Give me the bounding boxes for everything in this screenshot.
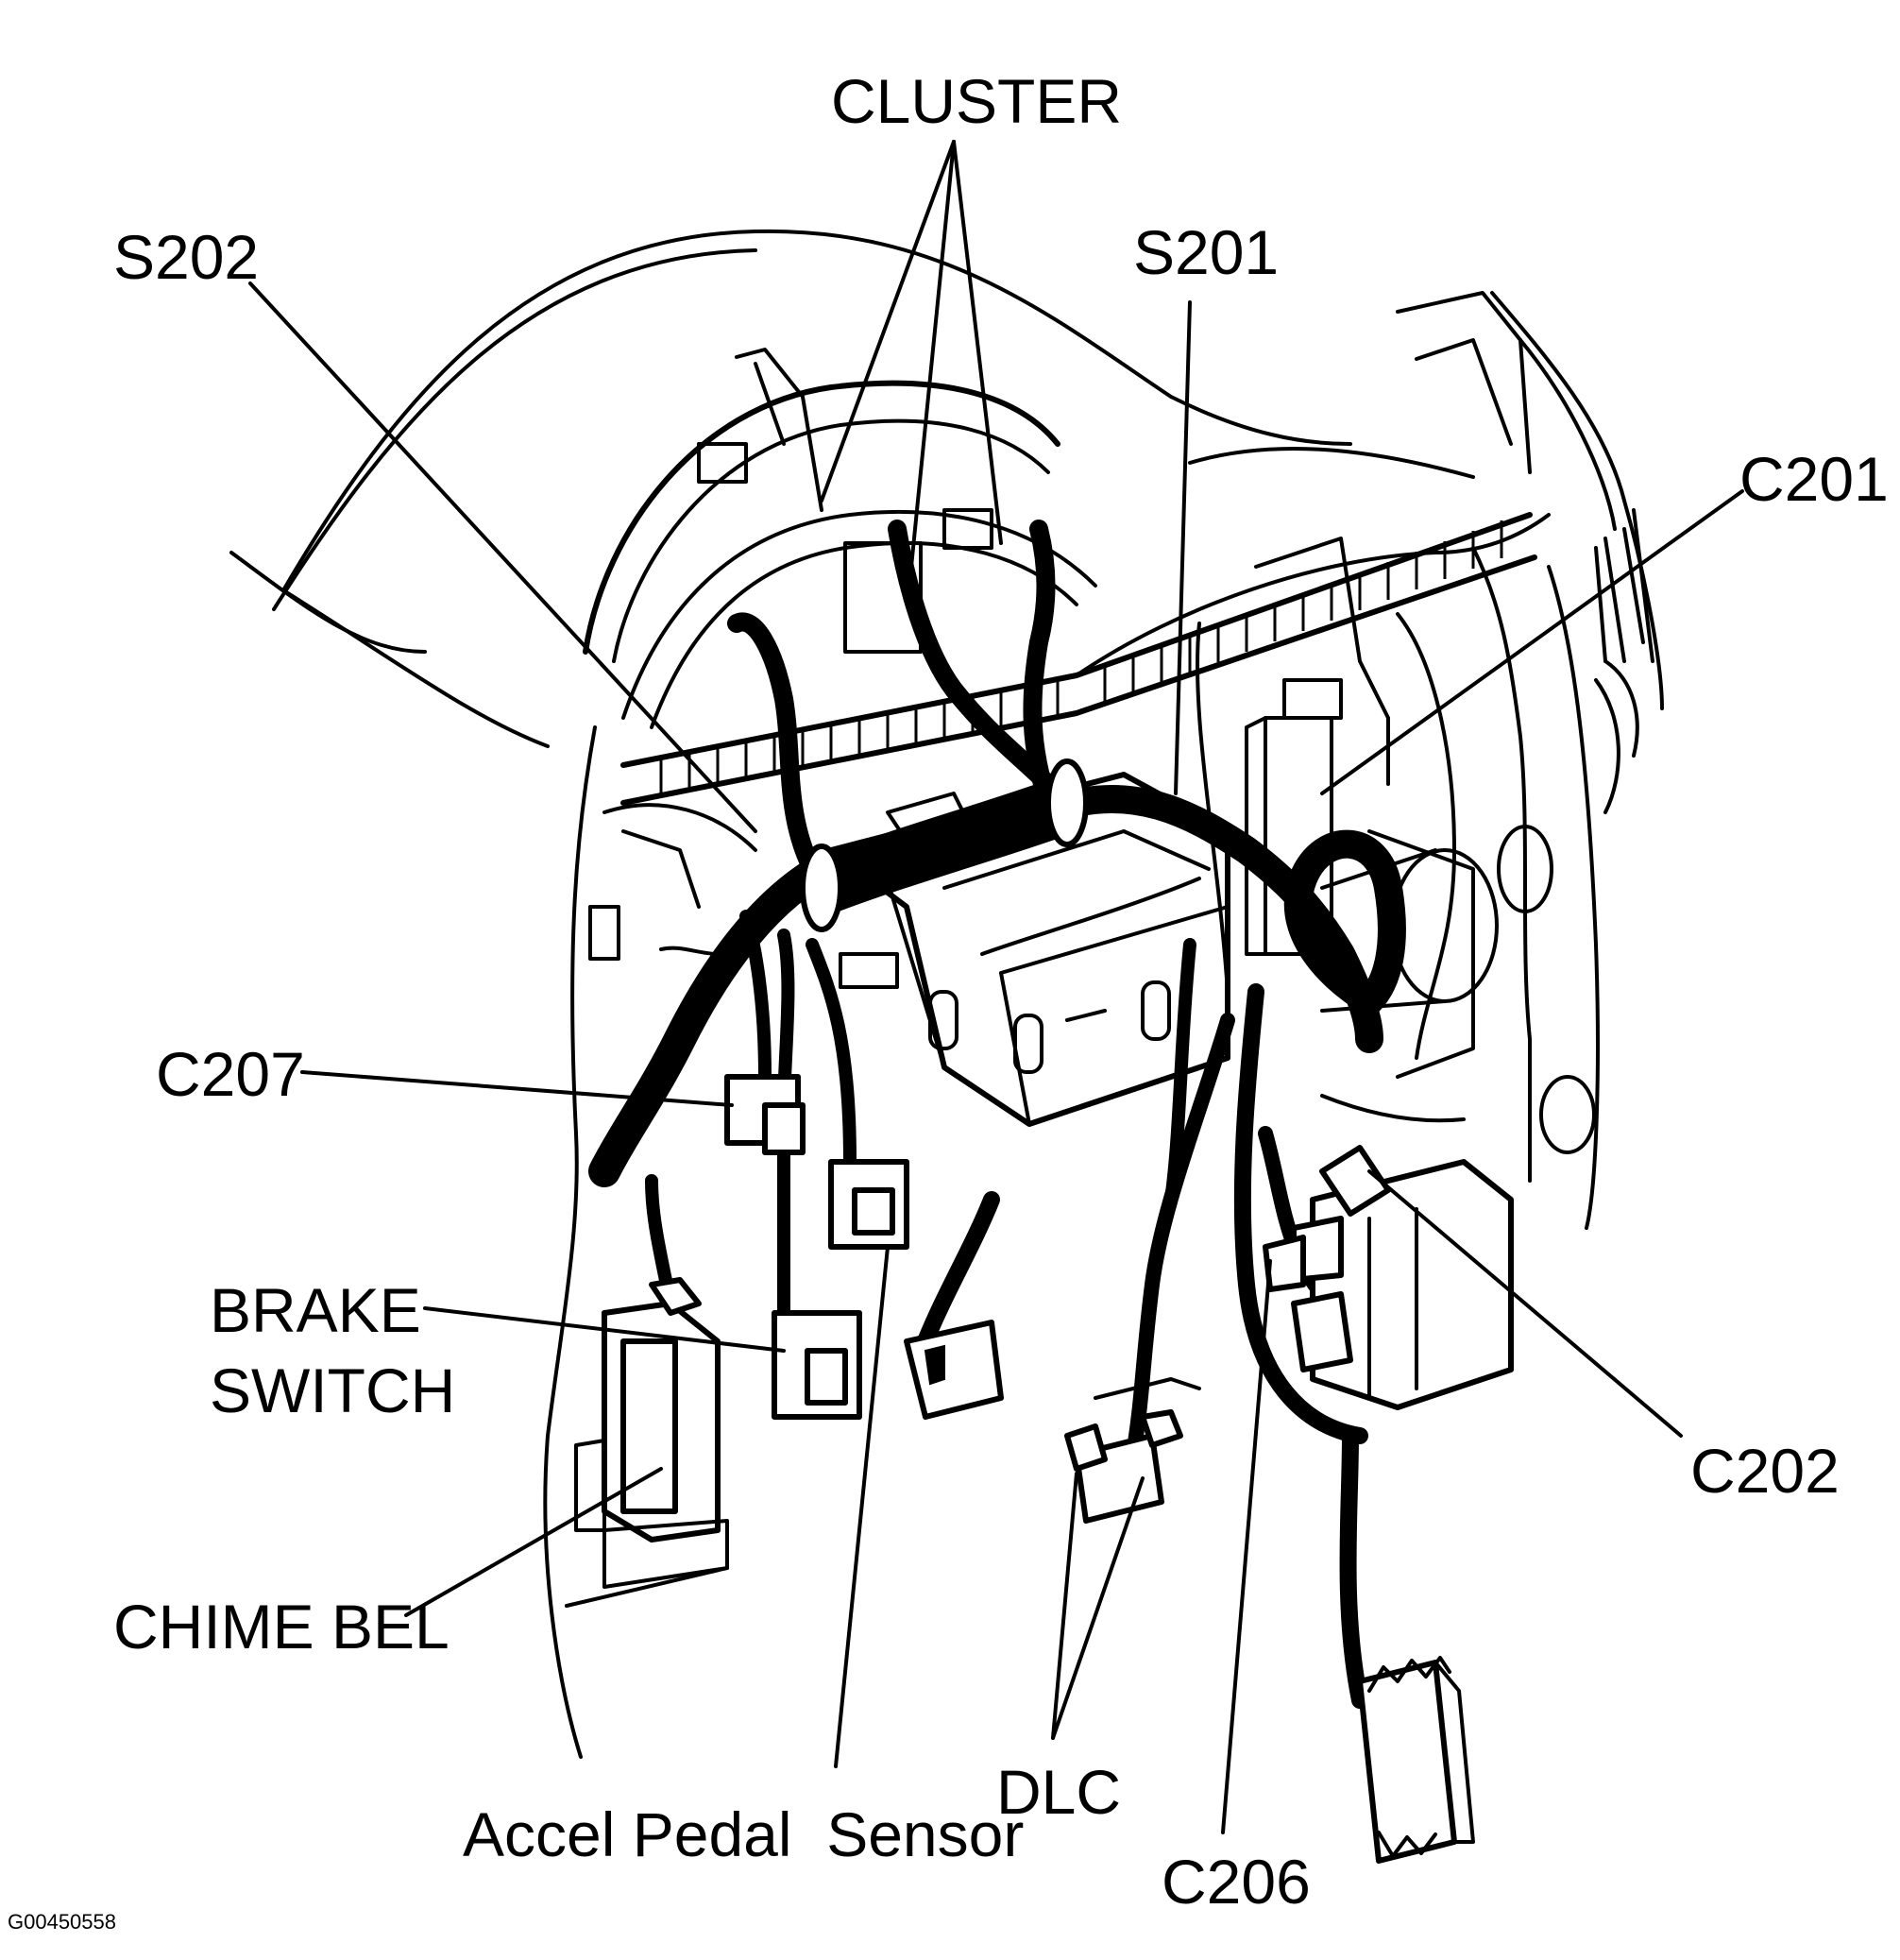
chime-bel-leader xyxy=(404,1467,663,1617)
s202-leader xyxy=(248,281,757,833)
accel-pedal-sensor-leader xyxy=(834,1245,890,1768)
steering-connector xyxy=(904,1320,1004,1420)
dlc-leader-2 xyxy=(1051,1476,1145,1740)
chime-bel-module xyxy=(565,1277,729,1608)
c206-leader xyxy=(1221,1259,1272,1834)
cluster-leader-3 xyxy=(952,140,1003,545)
brake-switch-connector xyxy=(772,1310,862,1420)
label-accel-pedal-sensor: Accel Pedal Sensor xyxy=(463,1799,1024,1869)
label-c207: C207 xyxy=(156,1039,305,1109)
cluster-leader-1 xyxy=(820,140,956,503)
label-s202: S202 xyxy=(113,222,259,292)
label-cluster: CLUSTER xyxy=(831,66,1122,136)
leader-lines xyxy=(248,140,1744,1834)
label-c201: C201 xyxy=(1739,444,1889,514)
wiring-harness xyxy=(588,520,1406,1709)
figure-id: G00450558 xyxy=(8,1910,116,1934)
components xyxy=(565,1074,1514,1864)
label-c206: C206 xyxy=(1162,1847,1311,1917)
label-dlc: DLC xyxy=(996,1757,1121,1827)
brake-switch-leader xyxy=(423,1306,786,1353)
cluster-leader-2 xyxy=(909,140,956,569)
c202-block xyxy=(1263,1145,1514,1410)
dlc-leader-1 xyxy=(1051,1472,1078,1740)
labels: CLUSTER S202 S201 C201 C207 BRAKE SWITCH… xyxy=(8,66,1889,1934)
s201-leader xyxy=(1174,300,1192,795)
dashboard-structure xyxy=(229,229,1664,1759)
label-brake-switch-line1: BRAKE xyxy=(210,1275,421,1345)
c202-leader xyxy=(1367,1169,1683,1438)
label-s201: S201 xyxy=(1133,217,1279,287)
accel-pedal-sensor-connector xyxy=(828,1159,909,1250)
c201-leader xyxy=(1320,489,1744,795)
dlc-connector xyxy=(1064,1377,1201,1524)
label-c202: C202 xyxy=(1690,1436,1840,1506)
c206-connector xyxy=(1357,1656,1475,1864)
label-brake-switch-line2: SWITCH xyxy=(210,1355,455,1425)
c207-leader xyxy=(300,1070,734,1107)
label-chime-bel: CHIME BEL xyxy=(113,1592,450,1662)
c207-connector xyxy=(724,1074,806,1155)
